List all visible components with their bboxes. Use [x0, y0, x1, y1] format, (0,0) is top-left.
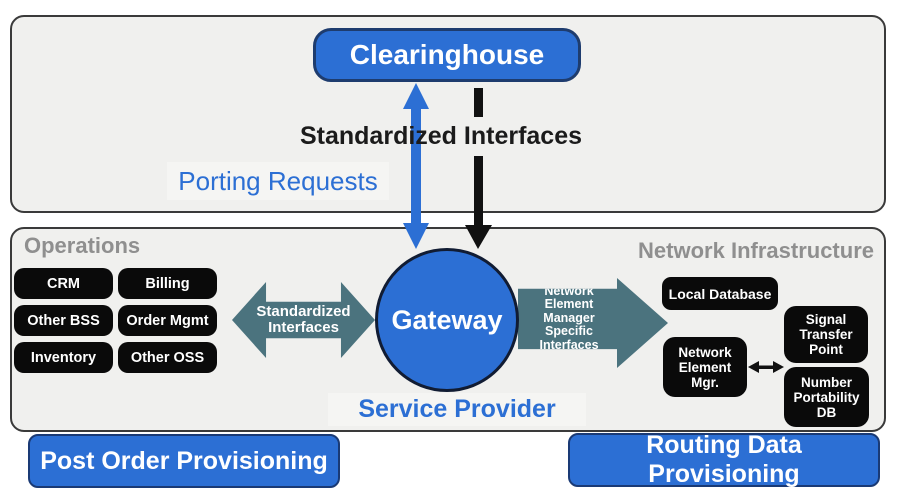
operations-system-box: Other OSS	[118, 342, 217, 373]
routing-data-provisioning-box: Routing Data Provisioning	[568, 431, 880, 488]
gateway-circle: Gateway	[375, 248, 519, 392]
standardized-interfaces-label: Standardized Interfaces	[299, 122, 583, 150]
network-element-mgr-box: Network Element Mgr.	[663, 337, 747, 397]
operations-system-box: CRM	[14, 268, 113, 299]
gateway-label: Gateway	[391, 304, 503, 335]
signal-transfer-point-box: Signal Transfer Point	[784, 306, 868, 363]
nem-specific-interfaces-arrow-label: Network Element Manager Specific Interfa…	[539, 283, 599, 352]
clearinghouse-label: Clearinghouse	[349, 39, 545, 70]
operations-system-box: Other BSS	[14, 305, 113, 336]
porting-requests-label: Porting Requests	[167, 162, 389, 200]
local-database-box: Local Database	[662, 277, 778, 310]
standardized-interfaces-arrow-label: Standardized Interfaces	[256, 303, 351, 336]
operations-system-box: Billing	[118, 268, 217, 299]
post-order-provisioning-box: Post Order Provisioning	[28, 434, 340, 488]
service-provider-label: Service Provider	[328, 393, 586, 426]
network-infrastructure-label: Network Infrastructure	[638, 238, 874, 263]
clearinghouse-box: Clearinghouse	[313, 28, 581, 82]
operations-system-box: Inventory	[14, 342, 113, 373]
operations-label: Operations	[24, 233, 141, 258]
operations-system-box: Order Mgmt	[118, 305, 217, 336]
number-portability-db-box: Number Portability DB	[784, 367, 869, 427]
